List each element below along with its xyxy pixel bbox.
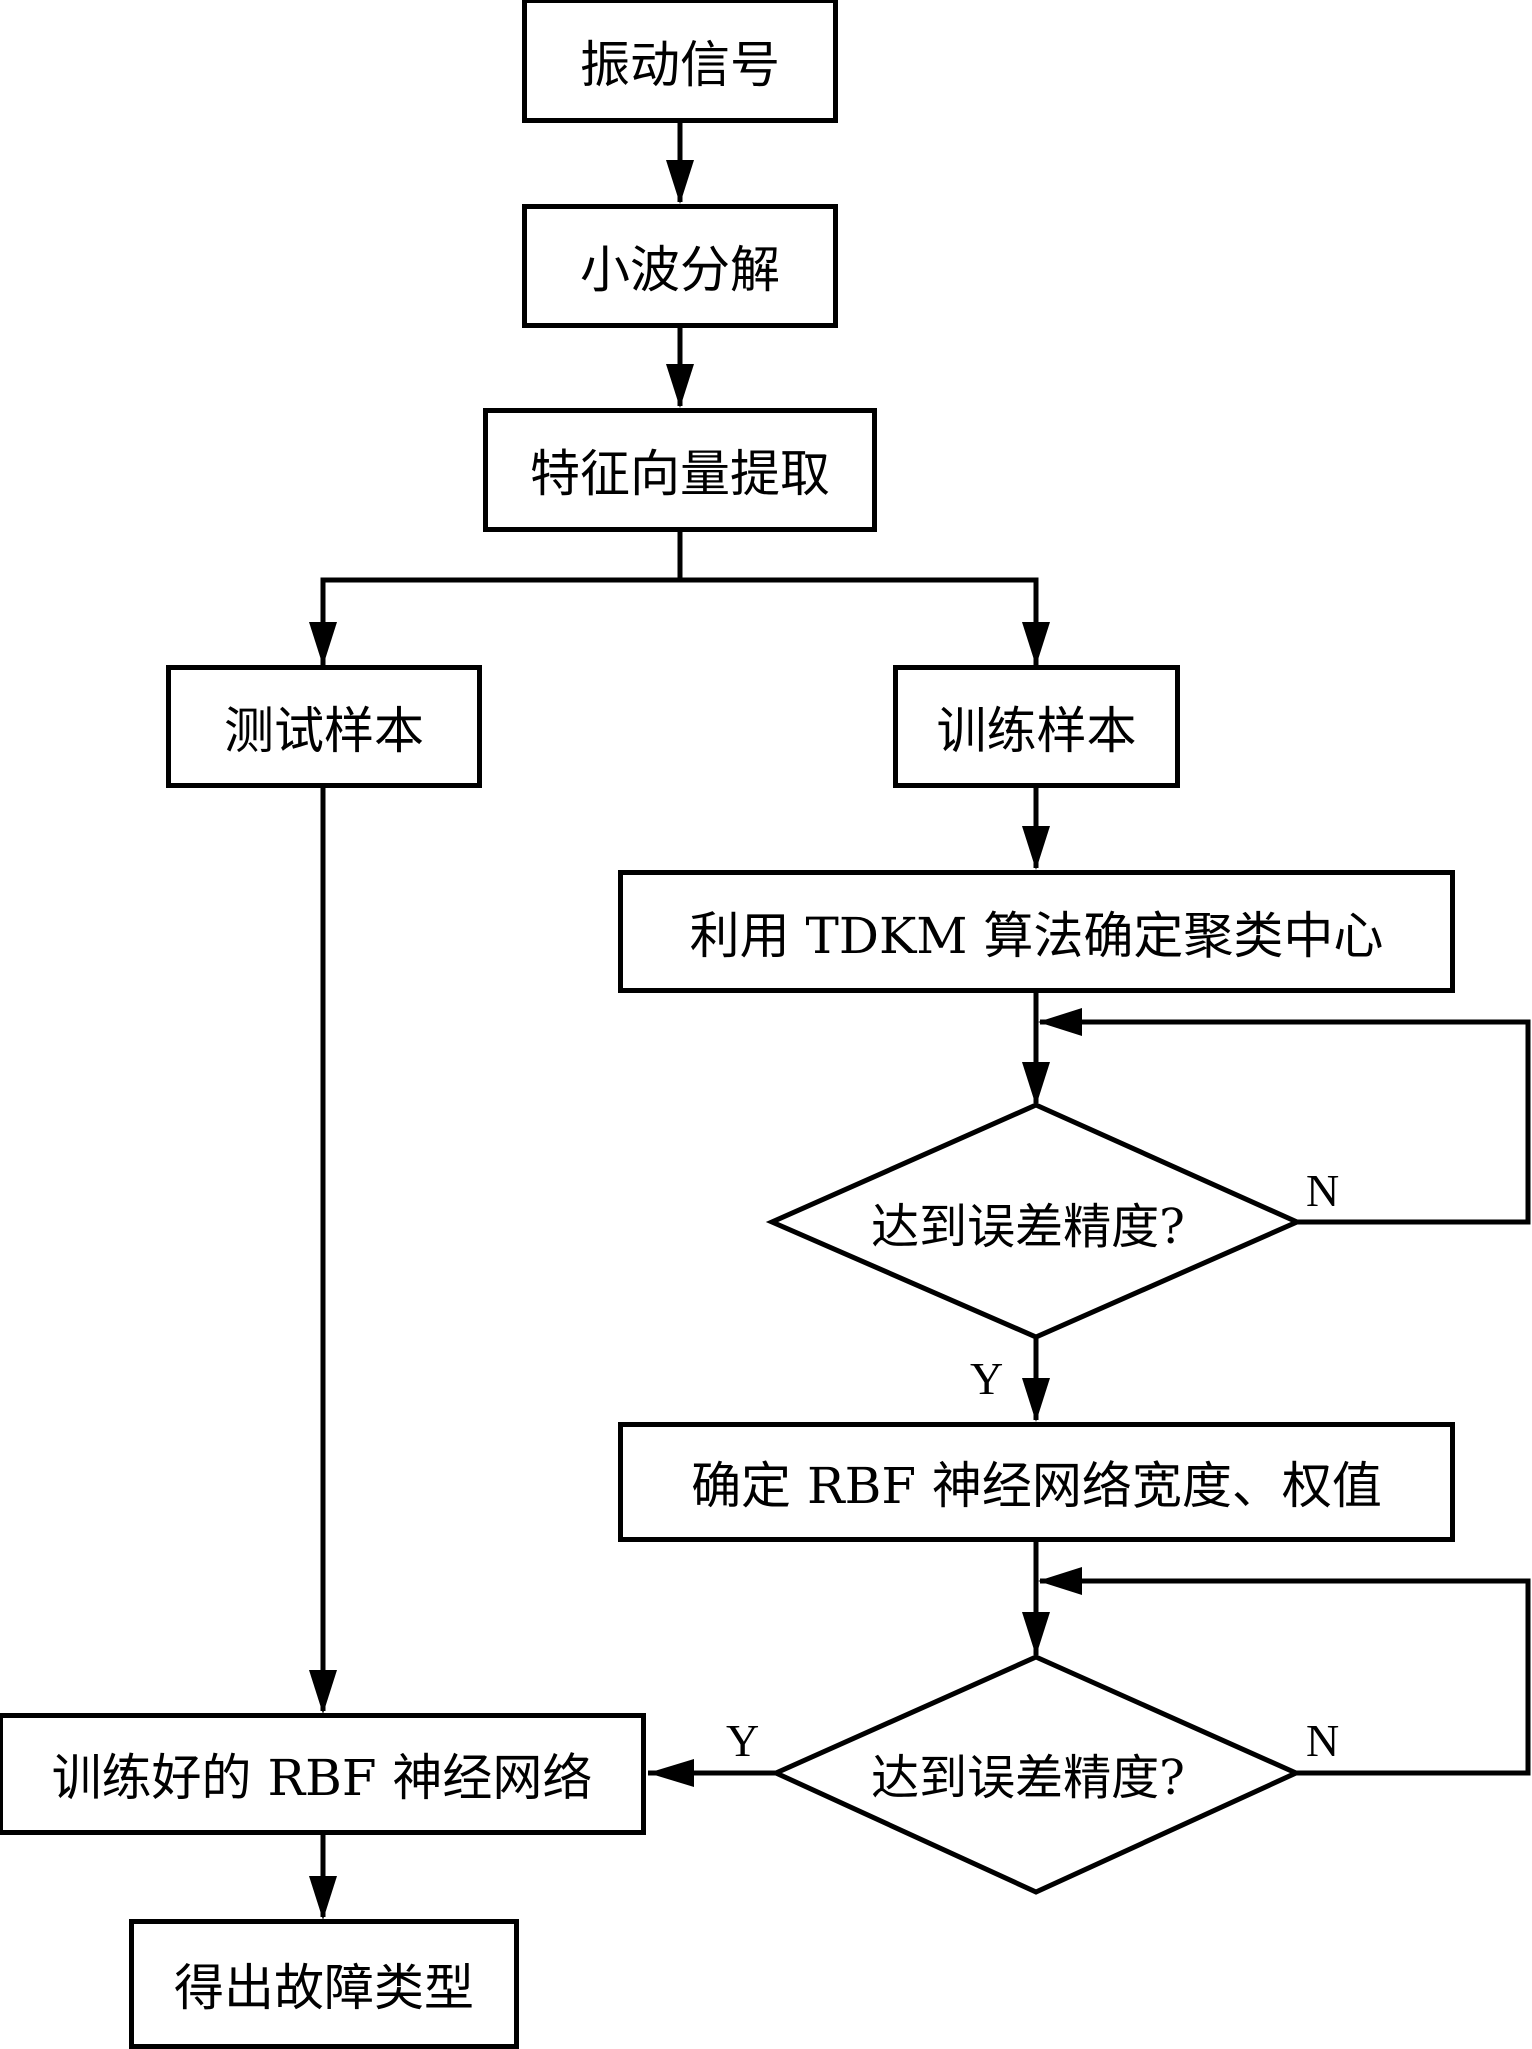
- node-trained-rbf: 训练好的 RBF 神经网络: [0, 1713, 646, 1835]
- arrowhead-icon: [309, 622, 337, 666]
- arrowhead-icon: [666, 160, 694, 204]
- arrowhead-icon: [309, 1876, 337, 1920]
- node-rbf-width-weights: 确定 RBF 神经网络宽度、权值: [618, 1422, 1455, 1542]
- node-label: 利用 TDKM 算法确定聚类中心: [689, 906, 1384, 965]
- arrowhead-icon: [309, 1670, 337, 1714]
- decision-1-yes-label: Y: [970, 1353, 1004, 1404]
- node-feature-extraction: 特征向量提取: [483, 408, 877, 532]
- node-label: 测试样本: [224, 701, 424, 760]
- decision-2-no-label: N: [1306, 1715, 1340, 1766]
- arrowhead-icon: [666, 364, 694, 408]
- node-training-samples: 训练样本: [893, 665, 1180, 788]
- node-label: 训练好的 RBF 神经网络: [51, 1749, 593, 1807]
- node-tdkm-clustering: 利用 TDKM 算法确定聚类中心: [618, 870, 1455, 993]
- node-wavelet-decomposition: 小波分解: [522, 204, 838, 328]
- node-label: 振动信号: [580, 35, 780, 94]
- decision-2-yes-label: Y: [726, 1715, 760, 1766]
- edge-split-horizontal: [320, 577, 1039, 665]
- arrowhead-icon: [1022, 1062, 1050, 1106]
- arrowhead-icon: [1038, 1567, 1082, 1595]
- node-label: 确定 RBF 神经网络宽度、权值: [691, 1457, 1382, 1515]
- node-label: 训练样本: [936, 701, 1137, 760]
- arrowhead-icon: [1022, 1612, 1050, 1656]
- arrowhead-icon: [1022, 622, 1050, 666]
- node-vibration-signal: 振动信号: [522, 0, 838, 123]
- node-label: 得出故障类型: [174, 1959, 474, 2017]
- node-label: 小波分解: [580, 241, 780, 299]
- arrowhead-icon: [648, 1759, 694, 1787]
- decision-2-shape: [769, 1654, 1303, 1895]
- edge-decision2-no-loop: [1040, 1578, 1531, 1776]
- arrowhead-icon: [1022, 1378, 1050, 1422]
- node-test-samples: 测试样本: [166, 665, 482, 788]
- decision-2-label: 达到误差精度?: [871, 1750, 1185, 1806]
- decision-1-no-label: N: [1306, 1165, 1340, 1216]
- arrowhead-icon: [1022, 826, 1050, 870]
- arrowheads: [309, 160, 1082, 1920]
- arrowhead-icon: [1038, 1008, 1082, 1036]
- node-fault-type: 得出故障类型: [129, 1919, 519, 2049]
- node-label: 特征向量提取: [530, 445, 830, 503]
- edge-decision1-no-loop: [1040, 1019, 1531, 1225]
- decision-1-shape: [765, 1102, 1304, 1340]
- decision-1-label: 达到误差精度?: [871, 1199, 1185, 1255]
